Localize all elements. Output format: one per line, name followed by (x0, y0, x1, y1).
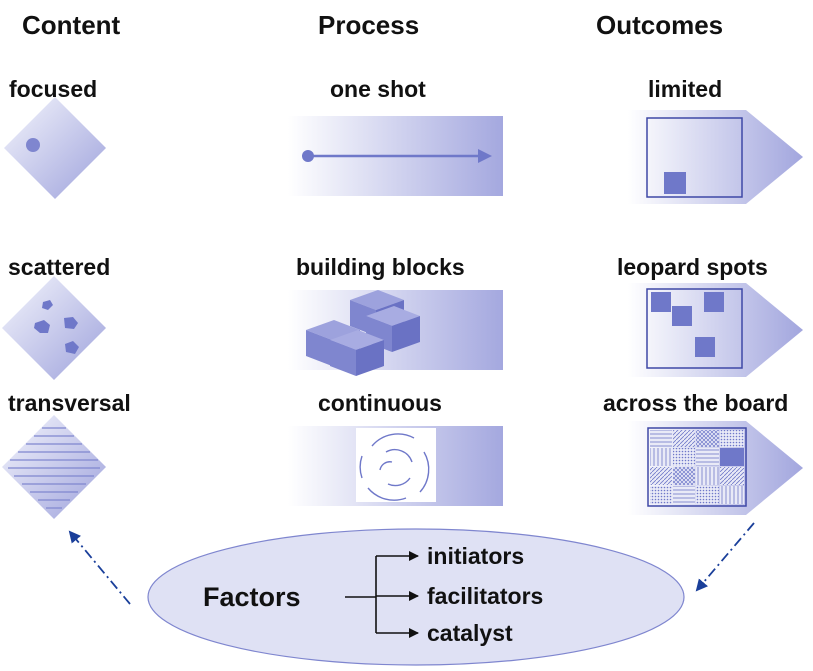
dashed-arrow-to-content (68, 530, 131, 605)
process-label-one-shot: one shot (330, 76, 426, 102)
factor-catalyst: catalyst (427, 620, 513, 646)
outcome-label-leopard-spots: leopard spots (617, 254, 768, 280)
continuous-bar (288, 426, 503, 506)
process-label-continuous: continuous (318, 390, 442, 416)
outcome-label-limited: limited (648, 76, 723, 102)
scattered-diamond (2, 276, 106, 380)
header-process: Process (318, 10, 420, 40)
factors-connector (345, 551, 419, 638)
one-shot-bar (288, 116, 503, 196)
limited-pentagon (628, 110, 803, 204)
content-label-focused: focused (9, 76, 98, 102)
focused-diamond (4, 97, 106, 199)
leopard-spots-pentagon (628, 283, 803, 377)
content-label-scattered: scattered (8, 254, 111, 280)
factors-title: Factors (203, 582, 301, 612)
transversal-diamond (2, 415, 106, 519)
header-outcomes: Outcomes (596, 10, 724, 40)
header-content: Content (22, 10, 121, 40)
factor-initiators: initiators (427, 543, 525, 569)
outcome-label-across-the-board: across the board (603, 390, 789, 416)
factor-facilitators: facilitators (427, 583, 544, 609)
dashed-arrow-to-factors (695, 522, 755, 592)
building-blocks-bar (288, 290, 503, 376)
content-label-transversal: transversal (8, 390, 131, 416)
across-the-board-pentagon (628, 421, 803, 515)
process-label-building-blocks: building blocks (296, 254, 465, 280)
